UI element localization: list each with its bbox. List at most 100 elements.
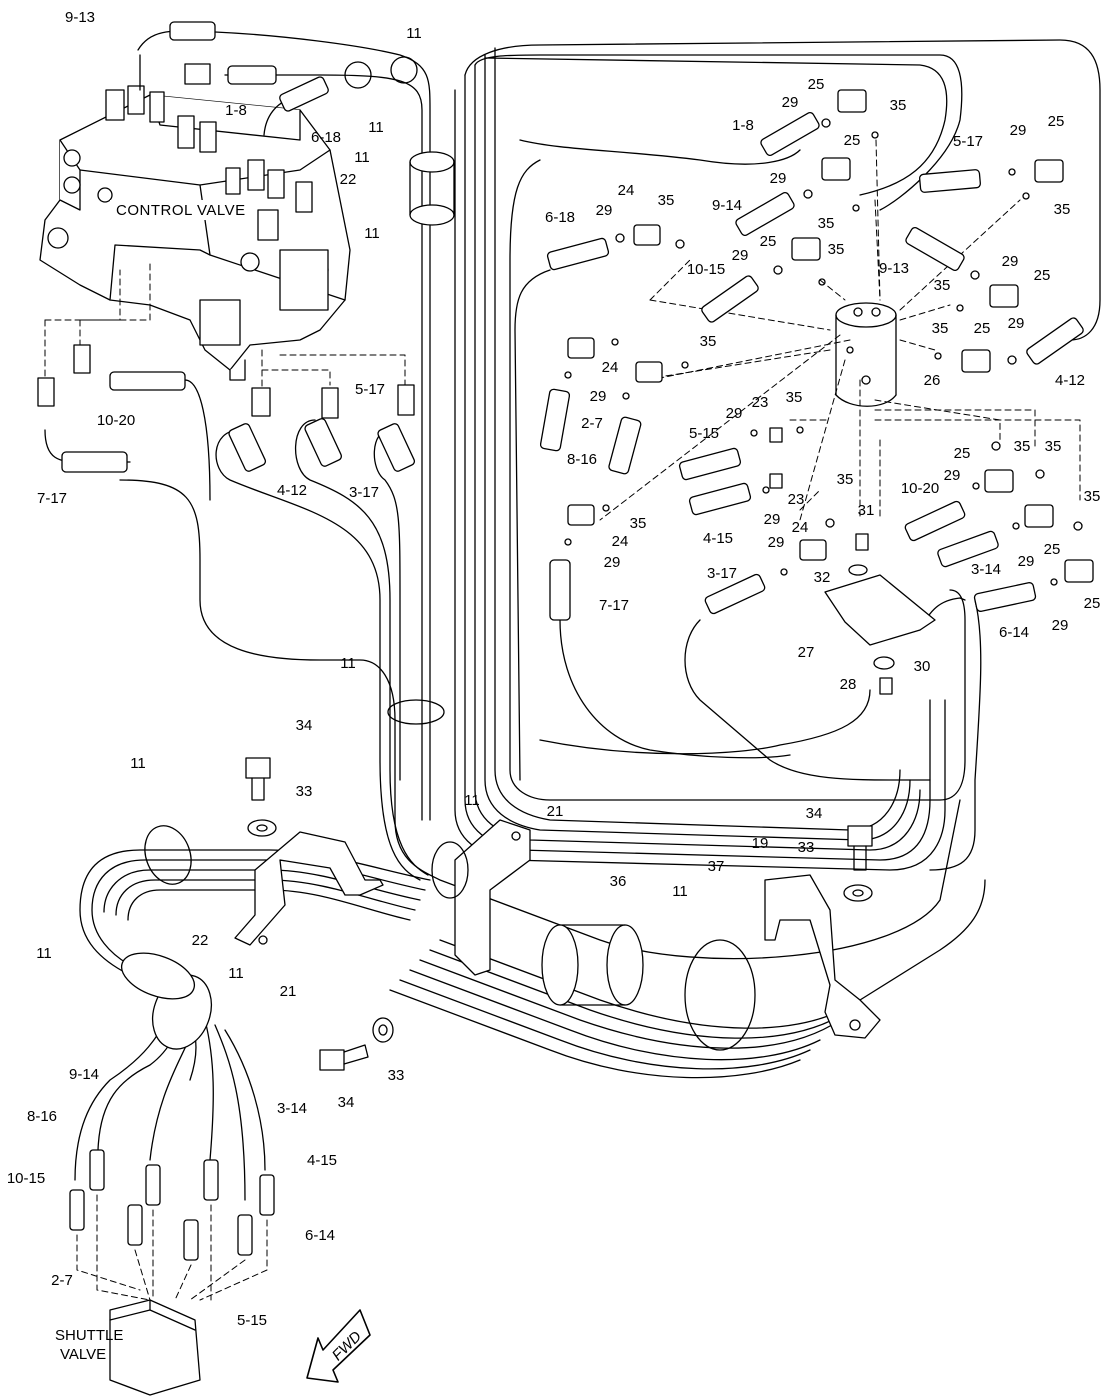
callout-label: 29 [596, 202, 613, 219]
callout-label: 3-14 [971, 561, 1001, 578]
callout-label: 25 [1034, 267, 1051, 284]
callout-label: 26 [924, 372, 941, 389]
callout-label: 23 [788, 491, 805, 508]
callout-label: 35 [786, 389, 803, 406]
callout-label: 24 [618, 182, 635, 199]
callout-label: 29 [726, 405, 743, 422]
callout-label: 25 [974, 320, 991, 337]
callout-label: 9-13 [65, 9, 95, 26]
callout-label: 25 [1044, 541, 1061, 558]
callout-label: 35 [828, 241, 845, 258]
callout-label: 5-15 [689, 425, 719, 442]
callout-label: 11 [464, 792, 480, 809]
callout-label: 35 [630, 515, 647, 532]
callout-label: 35 [1084, 488, 1101, 505]
callout-labels: 9-13 11 1-8 11 6-18 11 22 11 10-20 7-17 4-12 3-17 5-… [7, 9, 1101, 1329]
callout-label: 19 [752, 835, 769, 852]
callout-label: 25 [1084, 595, 1101, 612]
callout-label: 1-8 [225, 102, 247, 119]
callout-label: 4-12 [1055, 372, 1085, 389]
callout-label: 29 [1010, 122, 1027, 139]
callout-label: 11 [406, 25, 422, 42]
callout-label: 29 [1002, 253, 1019, 270]
callout-label: 33 [798, 839, 815, 856]
callout-label: 10-15 [687, 261, 725, 278]
swivel-joint-26 [835, 302, 897, 407]
callout-label: 2-7 [581, 415, 603, 432]
callout-label: 21 [547, 803, 564, 820]
callout-label: 11 [36, 945, 52, 962]
callout-label: 5-15 [237, 1312, 267, 1329]
callout-label: 6-18 [545, 209, 575, 226]
callout-label: 35 [1045, 438, 1062, 455]
callout-label: 25 [760, 233, 777, 250]
callout-label: 29 [1018, 553, 1035, 570]
callout-label: 4-12 [277, 482, 307, 499]
callout-label: 5-17 [953, 133, 983, 150]
callout-label: 7-17 [599, 597, 629, 614]
callout-label: 29 [782, 94, 799, 111]
callout-label: 32 [814, 569, 831, 586]
shuttle-valve [109, 1299, 201, 1396]
callout-label: 8-16 [27, 1108, 57, 1125]
callout-label: 35 [837, 471, 854, 488]
callout-label: 35 [1054, 201, 1071, 218]
callout-label: 29 [770, 170, 787, 187]
callout-label: 27 [798, 644, 815, 661]
callout-label: 37 [708, 858, 725, 875]
callout-label: 36 [610, 873, 627, 890]
bracket-21-left [234, 831, 384, 946]
callout-label: 24 [792, 519, 809, 536]
callout-label: 24 [612, 533, 629, 550]
callout-label: 11 [368, 119, 384, 136]
callout-label: 33 [296, 783, 313, 800]
callout-label: 8-16 [567, 451, 597, 468]
hose-bundle [119, 39, 1101, 960]
callout-label: 10-15 [7, 1170, 45, 1187]
callout-label: 7-17 [37, 490, 67, 507]
control-valve [39, 85, 351, 381]
callout-label: 11 [228, 965, 244, 982]
callout-label: 23 [752, 394, 769, 411]
bracket-21-center [454, 819, 531, 976]
callout-label: 29 [764, 511, 781, 528]
callout-label: 25 [954, 445, 971, 462]
shuttle-valve-label-2: VALVE [60, 1346, 106, 1363]
callout-label: 11 [354, 149, 370, 166]
callout-label: 22 [340, 171, 357, 188]
callout-label: 3-17 [707, 565, 737, 582]
callout-label: 35 [818, 215, 835, 232]
callout-label: 29 [1052, 617, 1069, 634]
callout-label: 29 [944, 467, 961, 484]
callout-label: 24 [602, 359, 619, 376]
callout-label: 4-15 [703, 530, 733, 547]
fwd-arrow [306, 1309, 371, 1383]
callout-label: 35 [700, 333, 717, 350]
callout-label: 9-13 [879, 260, 909, 277]
callout-label: 29 [732, 247, 749, 264]
callout-label: 11 [672, 883, 688, 900]
callout-label: 29 [604, 554, 621, 571]
bracket-19 [764, 874, 881, 1039]
callout-label: 9-14 [69, 1066, 99, 1083]
callout-label: 33 [388, 1067, 405, 1084]
callout-label: 35 [658, 192, 675, 209]
callout-label: 35 [934, 277, 951, 294]
callout-label: 1-8 [732, 117, 754, 134]
callout-label: 3-17 [349, 484, 379, 501]
callout-label: 35 [890, 97, 907, 114]
callout-label: 30 [914, 658, 931, 675]
callout-label: 11 [130, 755, 146, 772]
callout-label: 10-20 [97, 412, 135, 429]
callout-label: 31 [858, 502, 875, 519]
callout-label: 22 [192, 932, 209, 949]
callout-label: 25 [808, 76, 825, 93]
callout-label: 25 [1048, 113, 1065, 130]
callout-label: 2-7 [51, 1272, 73, 1289]
callout-label: 5-17 [355, 381, 385, 398]
callout-label: 29 [590, 388, 607, 405]
callout-label: 35 [932, 320, 949, 337]
callout-label: 34 [338, 1094, 355, 1111]
